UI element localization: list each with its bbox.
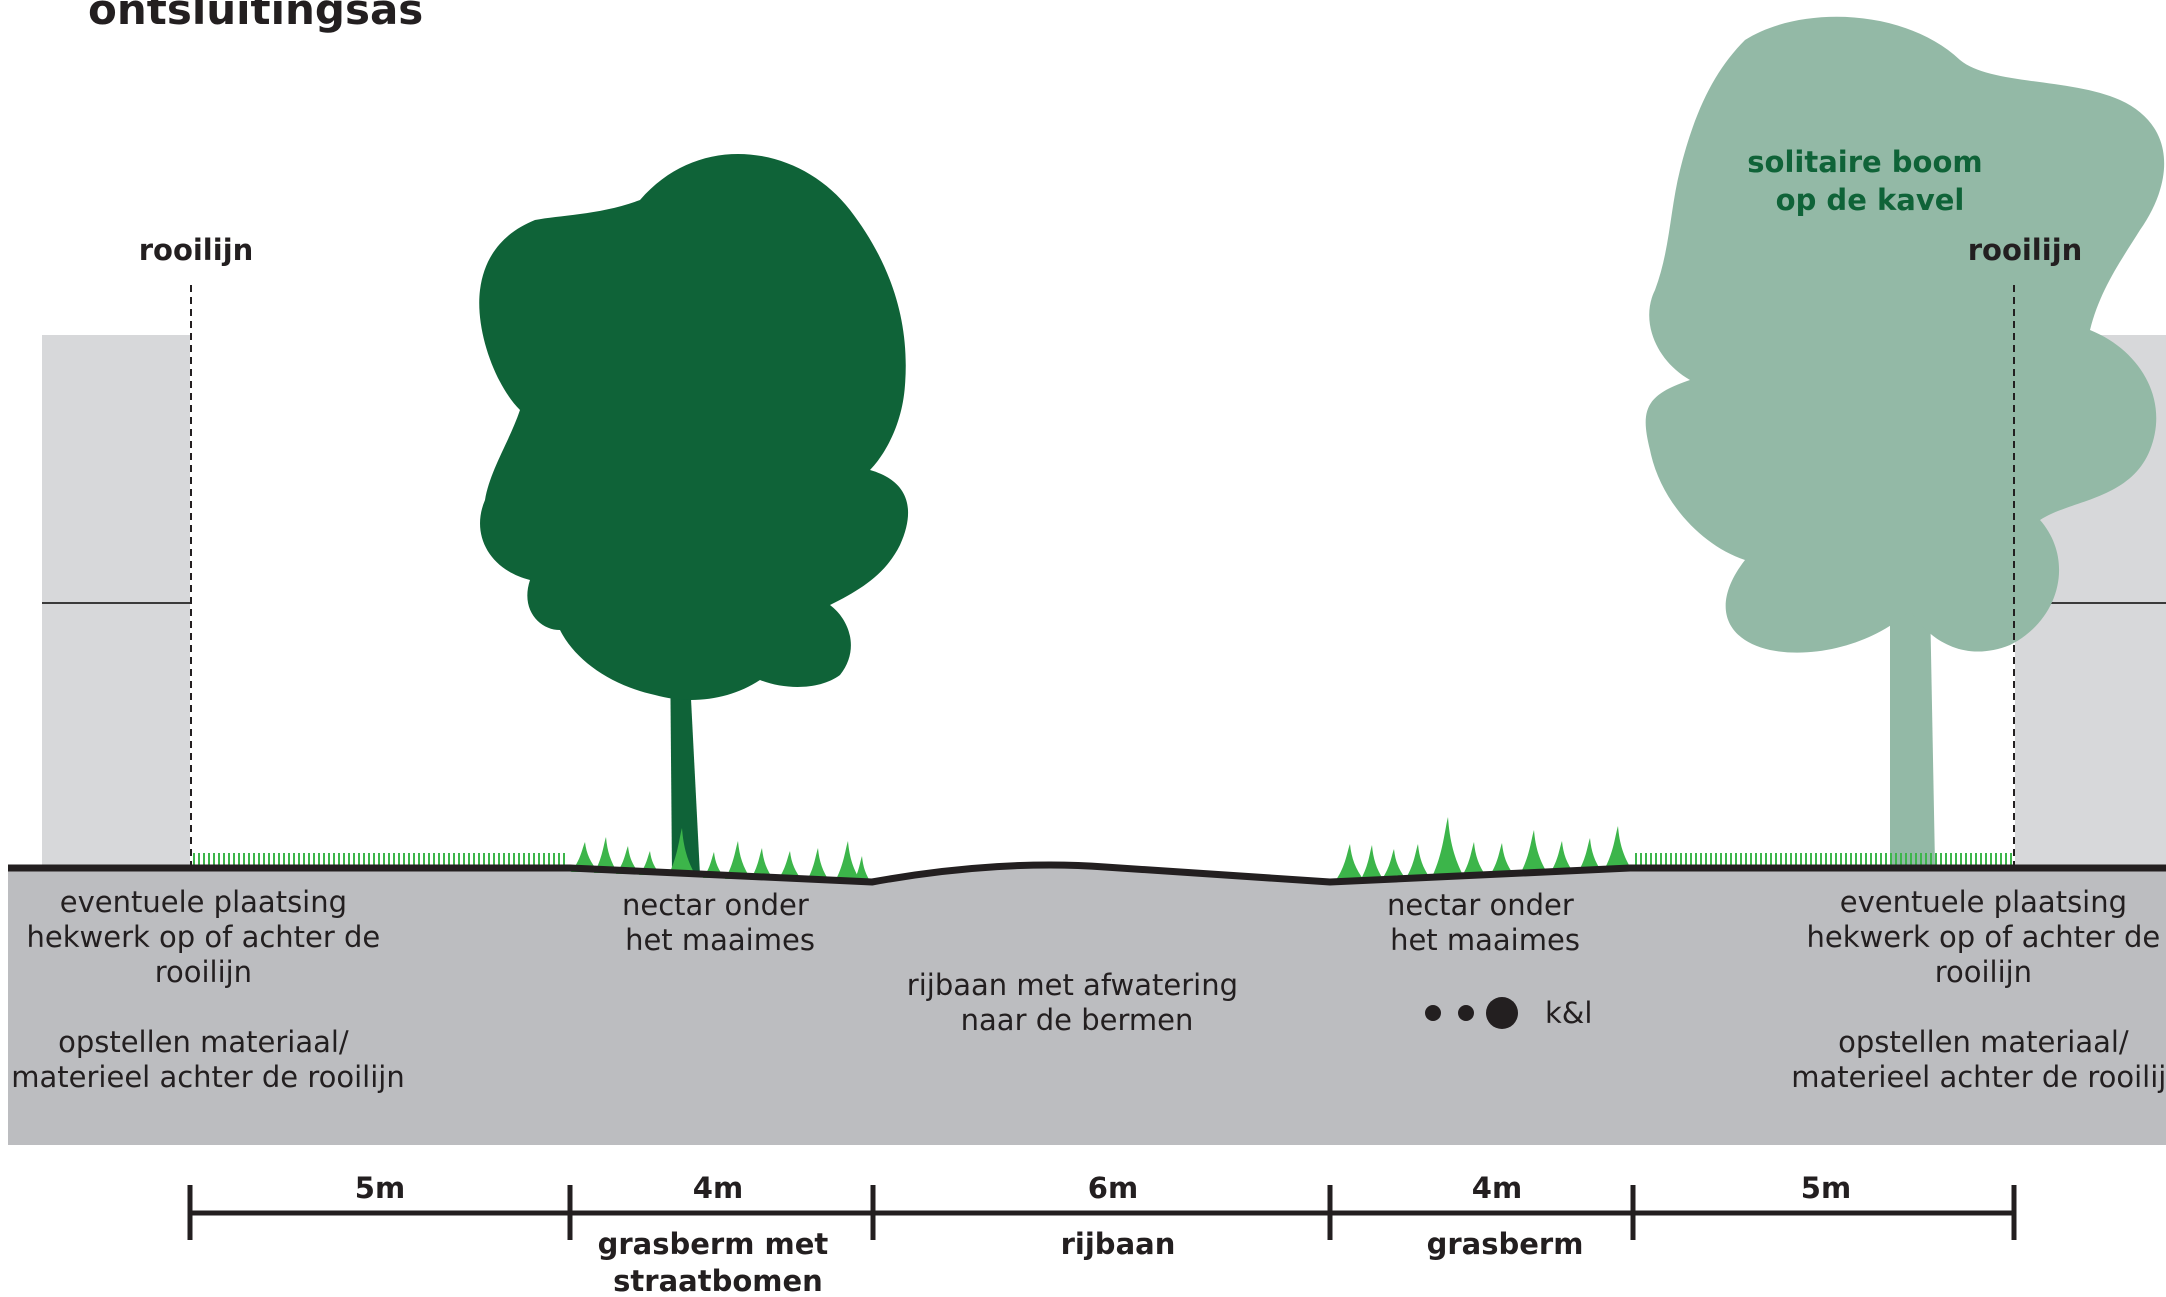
grass-tuft — [1604, 826, 1632, 870]
svg-text:rooilijn: rooilijn — [139, 233, 254, 267]
grass-tuft — [834, 841, 862, 883]
grass-tuft — [777, 851, 803, 881]
grass-tuft — [852, 856, 872, 884]
cable-dot-small-icon — [1425, 1005, 1441, 1021]
grass-tuft — [806, 848, 830, 882]
grass-strip-right — [1635, 853, 2012, 866]
building-left — [42, 335, 190, 865]
dimension-width: 5m — [355, 1171, 405, 1205]
surface-line — [8, 861, 2166, 886]
dimension-bar — [187, 1185, 2017, 1240]
rooilijn-right: rooilijn — [1968, 233, 2083, 866]
dimension-width: 4m — [1472, 1171, 1522, 1205]
grass-tuft — [1432, 817, 1464, 877]
grass-tuft — [1490, 843, 1514, 875]
grass-tuft — [594, 837, 618, 873]
title: ontsluitingsas — [88, 0, 423, 34]
solitary-tree-label: solitaire boom op de kavel — [1747, 145, 1992, 217]
dimension-name: grasberm — [1427, 1227, 1584, 1261]
right-zone-text: eventuele plaatsing hekwerk op of achter… — [1791, 885, 2166, 1094]
tall-grass-right — [1336, 817, 1632, 880]
dimension-name: grasberm met straatbomen — [598, 1227, 839, 1297]
left-zone-text: eventuele plaatsing hekwerk op of achter… — [11, 885, 404, 1094]
cable-dot-small-icon — [1458, 1005, 1474, 1021]
grass-tuft — [1336, 844, 1364, 880]
grass-strip-left — [193, 853, 565, 866]
dimension-segment: 4m grasberm met straatbomen — [598, 1171, 839, 1297]
road-text: rijbaan met afwatering naar de bermen — [907, 968, 1247, 1037]
solitary-tree: solitaire boom op de kavel — [1645, 16, 2165, 865]
dimension-name: rijbaan — [1061, 1227, 1176, 1261]
nectar-left-text: nectar onder het maaimes — [622, 888, 818, 957]
street-tree — [479, 153, 909, 875]
rooilijn-left: rooilijn — [139, 233, 254, 866]
grass-tuft — [750, 848, 774, 880]
svg-text:rooilijn: rooilijn — [1968, 233, 2083, 267]
ground — [8, 867, 2166, 1145]
grass-tuft — [668, 828, 696, 876]
cables-and-pipes-symbol: k&l — [1425, 996, 1592, 1030]
dimension-segment: 5m — [355, 1171, 405, 1205]
dimension-width: 6m — [1088, 1171, 1138, 1205]
grass-tuft — [1361, 845, 1383, 879]
grass-tuft — [1382, 849, 1406, 879]
pipe-dot-large-icon — [1486, 997, 1518, 1029]
grass-tuft — [571, 842, 599, 872]
kl-label: k&l — [1545, 996, 1592, 1030]
grass-tuft — [1520, 830, 1548, 874]
dimension-width: 5m — [1801, 1171, 1851, 1205]
dimension-segment: 4m grasberm — [1427, 1171, 1584, 1261]
dimension-width: 4m — [693, 1171, 743, 1205]
dimension-segment: 5m — [1801, 1171, 1851, 1205]
dimension-segment: 6m rijbaan — [1061, 1171, 1176, 1261]
grass-tuft — [1406, 844, 1430, 878]
nectar-right-text: nectar onder het maaimes — [1387, 888, 1583, 957]
grass-tuft — [725, 841, 751, 879]
grass-tuft — [1578, 838, 1602, 872]
grass-tuft — [1462, 842, 1486, 876]
grass-tuft — [1550, 841, 1574, 873]
